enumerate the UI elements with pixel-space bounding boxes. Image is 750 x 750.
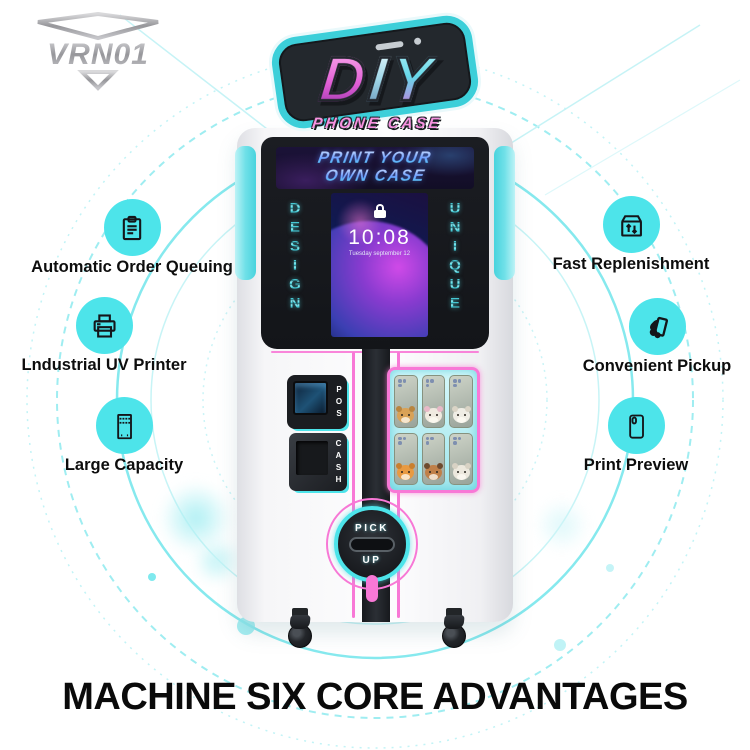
feature-icon-circle [602, 196, 660, 253]
decor-blob [535, 498, 589, 552]
wallpaper-glow [337, 199, 383, 245]
product-display-window [387, 367, 480, 493]
cash-slot [296, 441, 328, 475]
brand-logo-text: VRN01 [47, 38, 149, 71]
feature-icon-circle [95, 397, 153, 454]
caster-wheel-left [283, 608, 317, 664]
feature-label: Fast Replenishment [552, 255, 710, 273]
brand-triangle-bottom [77, 70, 119, 91]
feature-automatic-order-queuing: Automatic Order Queuing [12, 199, 252, 277]
feature-label: Print Preview [583, 456, 689, 474]
clock-date: Tuesday september 12 [348, 251, 411, 257]
print-your-own-case-banner: PRINT YOUR OWN CASE [276, 147, 474, 189]
phone-case-tiger [394, 432, 418, 485]
feature-label: Lndustrial UV Printer [21, 356, 187, 374]
pos-screen [293, 381, 328, 415]
phone-case-bear [394, 375, 418, 428]
pickup-label-bottom: UP [362, 554, 382, 566]
phone-case-subtitle: PHONE CASE [311, 115, 443, 132]
printer-icon [93, 313, 116, 338]
brand-logo: VRN01 [18, 8, 178, 103]
pickup-slot [349, 536, 395, 552]
diy-wordmark: DIY [315, 44, 438, 116]
touchscreen[interactable]: 10:08 Tuesday september 12 [331, 193, 428, 337]
pickup-port[interactable]: PICK UP [334, 506, 410, 582]
page-title: MACHINE SIX CORE ADVANTAGES [62, 676, 688, 718]
pickup-label-top: PICK [355, 522, 389, 534]
case-grid [394, 375, 473, 485]
phone-case-otter [421, 375, 446, 428]
feature-print-preview: Print Preview [516, 397, 750, 475]
cyan-side-rail-right [494, 146, 515, 280]
box-arrows-icon [621, 214, 642, 237]
pink-accent-line-left [352, 352, 355, 618]
feature-industrial-uv-printer: Lndustrial UV Printer [0, 297, 224, 375]
decor-blob [194, 538, 240, 584]
brand-triangle-top [37, 11, 159, 41]
feature-icon-circle [628, 298, 686, 355]
caster-wheel-right [437, 608, 471, 664]
hand-phone-icon [649, 316, 669, 338]
pink-pill-accent [366, 575, 378, 602]
feature-icon-circle [103, 199, 161, 256]
feature-large-capacity: Large Capacity [4, 397, 244, 475]
phone-case-bull-terrier [449, 375, 473, 428]
lock-icon [331, 204, 428, 220]
cabinet-icon [117, 413, 132, 439]
feature-convenient-pickup: Convenient Pickup [537, 298, 750, 376]
feature-icon-circle [75, 297, 133, 354]
clock-time: 10:08 [348, 226, 411, 249]
clipboard-icon [122, 215, 142, 240]
feature-label: Automatic Order Queuing [31, 258, 233, 276]
phone-case-puppy [449, 432, 473, 485]
phone-case-beagle [421, 432, 446, 485]
phone-case-icon [629, 414, 644, 439]
feature-label: Convenient Pickup [582, 357, 732, 375]
feature-label: Large Capacity [64, 456, 184, 474]
cyan-side-rail-left [235, 146, 256, 280]
diy-phone-case-logo: DIY PHONE CASE [260, 12, 494, 142]
feature-fast-replenishment: Fast Replenishment [511, 196, 750, 274]
feature-icon-circle [607, 397, 665, 454]
